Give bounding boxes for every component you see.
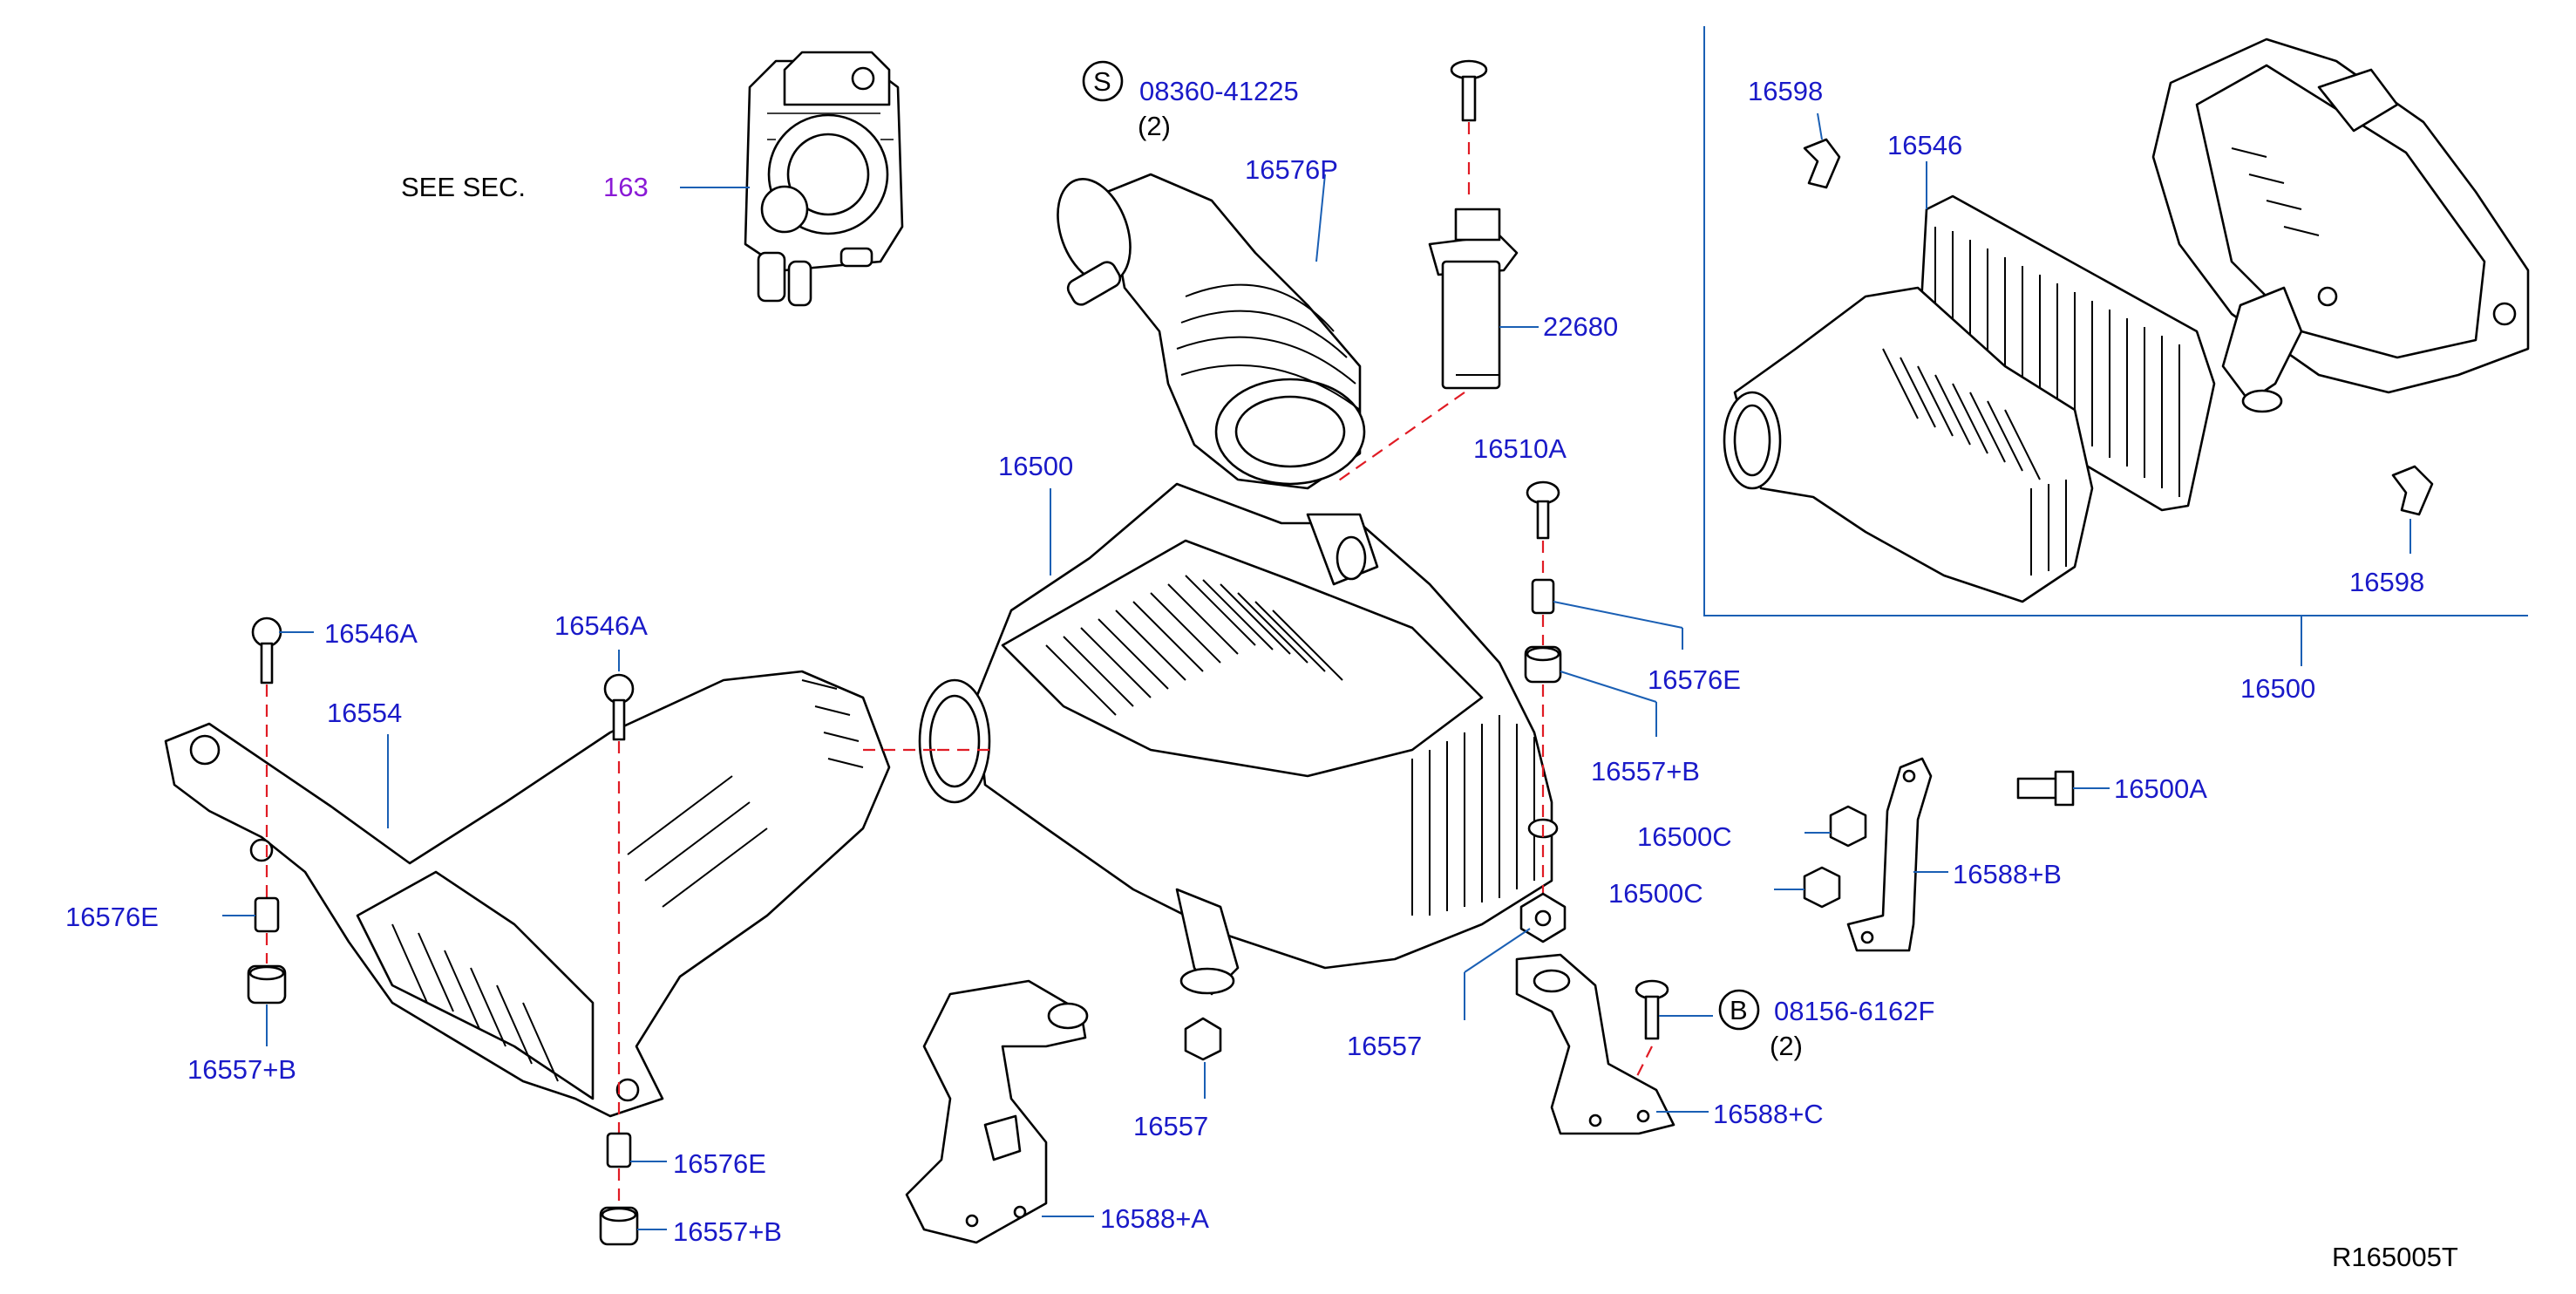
bracket-16588c[interactable] [1515,953,1675,1135]
label-grommet-right[interactable]: 16557+B [1591,756,1700,787]
label-duct[interactable]: 16554 [327,698,402,728]
mass-air-flow-sensor[interactable] [1428,208,1519,390]
label-bracket-c[interactable]: 16588+C [1713,1099,1824,1129]
label-filter[interactable]: 16546 [1887,130,1962,160]
clip-16598-top [1803,138,1841,189]
label-bolt-s[interactable]: 08360-41225 [1139,76,1299,106]
label-nut-1[interactable]: 16500C [1637,821,1732,852]
air-cleaner-body[interactable] [918,482,1559,996]
label-body-main[interactable]: 16500 [998,451,1073,481]
label-clip-top[interactable]: 16598 [1748,76,1823,106]
grommet-16557-bottom [1184,1017,1222,1061]
label-bracket-a[interactable]: 16588+A [1100,1203,1209,1234]
label-bracket-b[interactable]: 16588+B [1953,859,2062,889]
spacer-16576e-bottom [606,1132,632,1168]
bolt-s-marker-circle [1082,60,1124,102]
bolt-b-marker: B [1730,995,1748,1025]
spacer-16576e-right [1531,578,1555,615]
label-grommet-bottom-left[interactable]: 16557+B [673,1216,782,1247]
grommet-left [247,964,287,1005]
bolt-b-marker-circle [1718,989,1760,1031]
label-grommet-left[interactable]: 16557+B [187,1054,296,1085]
see-sec-ref-link[interactable]: 163 [603,172,649,202]
spacer-16576e-left [254,896,280,933]
bracket-16588a[interactable] [905,979,1089,1244]
bolt-08156 [1635,979,1669,1040]
nut-16500c-upper [1829,805,1867,848]
grommet-bottom-left [599,1206,639,1246]
label-bolt-b[interactable]: 08156-6162F [1774,996,1934,1026]
label-screw-left[interactable]: 16546A [324,618,418,649]
nut-16500c-lower [1803,866,1841,909]
grommet-right [1524,645,1562,684]
label-spacer-right[interactable]: 16576E [1648,664,1741,695]
inset-upper-case[interactable] [2151,37,2530,413]
bolt-16500a [2016,770,2075,807]
label-bolt-s-qty: (2) [1138,111,1171,141]
bracket-16588b[interactable] [1846,757,1933,952]
label-clip-bottom[interactable]: 16598 [2349,567,2424,597]
screw-16546a-mid [603,673,635,741]
label-screw-top[interactable]: 16510A [1473,433,1567,464]
label-mount-center[interactable]: 16557 [1347,1031,1422,1061]
screw-16546a-left [251,616,282,684]
inset-lower-case[interactable] [1723,286,2094,603]
label-hose[interactable]: 16576P [1245,154,1338,185]
label-bolt-a[interactable]: 16500A [2114,773,2207,804]
clip-16598-bottom [2391,465,2434,516]
label-grommet-bottom[interactable]: 16557 [1133,1111,1208,1141]
label-nut-2[interactable]: 16500C [1608,878,1703,909]
see-sec-text: SEE SEC. [401,172,526,202]
throttle-body[interactable] [744,51,904,307]
label-bolt-b-qty: (2) [1770,1031,1803,1061]
drawing-code: R165005T [2332,1242,2458,1272]
label-sensor[interactable]: 22680 [1543,311,1618,342]
bolt-s-marker: S [1093,66,1111,97]
air-hose[interactable] [1044,169,1366,490]
label-screw-mid[interactable]: 16546A [554,610,648,641]
label-spacer-left[interactable]: 16576E [65,902,159,932]
air-duct[interactable] [164,670,891,1118]
label-body-inset[interactable]: 16500 [2240,673,2315,704]
mount-16557 [1519,892,1567,943]
sensor-screw [1450,59,1488,122]
screw-16510a [1526,480,1560,540]
inset-frame [1703,26,2528,666]
label-spacer-bottom[interactable]: 16576E [673,1148,766,1179]
